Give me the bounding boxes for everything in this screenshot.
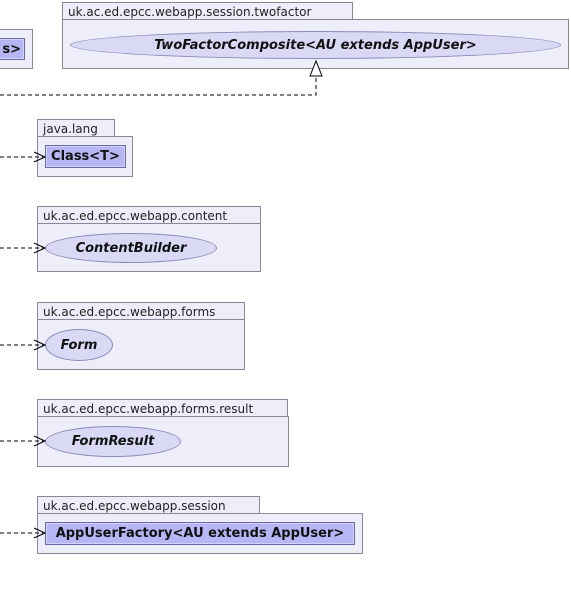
package-name-session: uk.ac.ed.epcc.webapp.session: [43, 499, 226, 513]
cutoff-class-label: s>: [2, 41, 21, 57]
dependency-arrowhead-contentbuilder: [33, 242, 47, 254]
package-tab-twofactor: uk.ac.ed.epcc.webapp.session.twofactor: [62, 2, 353, 20]
class-label-class-t: Class<T>: [51, 149, 120, 164]
class-appuserfactory[interactable]: AppUserFactory<AU extends AppUser>: [45, 522, 355, 545]
package-name-forms: uk.ac.ed.epcc.webapp.forms: [43, 305, 216, 319]
interface-formresult[interactable]: FormResult: [45, 426, 181, 457]
dependency-arrowhead-appuserfactory: [33, 527, 47, 539]
dependency-arrowhead-class-t: [33, 151, 47, 163]
package-tab-forms: uk.ac.ed.epcc.webapp.forms: [37, 302, 245, 320]
interface-form[interactable]: Form: [45, 329, 113, 361]
package-tab-forms-result: uk.ac.ed.epcc.webapp.forms.result: [37, 399, 288, 417]
package-name-content: uk.ac.ed.epcc.webapp.content: [43, 209, 228, 223]
class-label-appuserfactory: AppUserFactory<AU extends AppUser>: [55, 526, 345, 541]
interface-twofactorcomposite[interactable]: TwoFactorComposite<AU extends AppUser>: [70, 31, 561, 59]
interface-label-twofactorcomposite: TwoFactorComposite<AU extends AppUser>: [154, 37, 477, 53]
realization-edge-twofactor: [0, 76, 317, 96]
package-name-forms-result: uk.ac.ed.epcc.webapp.forms.result: [43, 402, 254, 416]
interface-label-formresult: FormResult: [71, 434, 155, 449]
package-tab-java-lang: java.lang: [37, 119, 115, 137]
interface-contentbuilder[interactable]: ContentBuilder: [45, 233, 217, 263]
package-name-java-lang: java.lang: [43, 122, 98, 136]
class-class-t[interactable]: Class<T>: [45, 145, 126, 168]
realization-arrowhead-twofactor: [309, 59, 323, 77]
package-tab-content: uk.ac.ed.epcc.webapp.content: [37, 206, 261, 224]
interface-label-contentbuilder: ContentBuilder: [75, 240, 187, 256]
dependency-arrowhead-formresult: [33, 435, 47, 447]
package-name-twofactor: uk.ac.ed.epcc.webapp.session.twofactor: [68, 5, 312, 19]
package-tab-session: uk.ac.ed.epcc.webapp.session: [37, 496, 260, 514]
dependency-arrowhead-form: [33, 339, 47, 351]
interface-label-form: Form: [60, 337, 98, 353]
cutoff-class-box[interactable]: s>: [0, 38, 25, 60]
